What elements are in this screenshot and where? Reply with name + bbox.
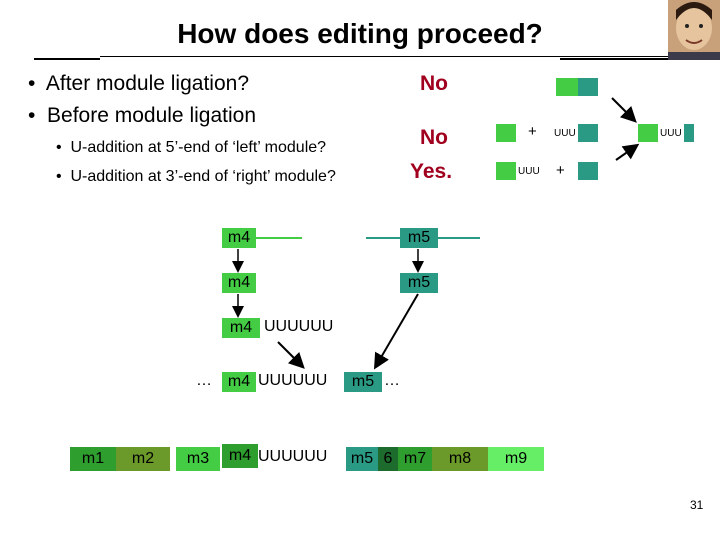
- schematic-ligated-left: [638, 124, 658, 142]
- presenter-photo: [668, 0, 720, 60]
- schematic-left-module-2: [496, 162, 516, 180]
- m5-box-middle: m5: [400, 273, 438, 293]
- sub-bullet-2: • U-addition at 3’-end of ‘right’ module…: [56, 168, 336, 185]
- arrow-ligate-left: [277, 341, 305, 369]
- sub-bullet-1-answer: No: [420, 126, 448, 149]
- schematic-ligated-right: [684, 124, 694, 142]
- module-m6: 6: [378, 447, 398, 471]
- sub-bullet-2-answer: Yes.: [410, 160, 453, 183]
- page-title: How does editing proceed?: [177, 18, 543, 49]
- uuuuuu-label-ligated: UUUUUU: [258, 372, 328, 389]
- arrow-ligate-right: [373, 293, 419, 370]
- module-m2: m2: [116, 447, 170, 471]
- module-m8: m8: [432, 447, 488, 471]
- module-m9: m9: [488, 447, 544, 471]
- uuu-label-1: UUU: [554, 128, 576, 139]
- m4-box-middle: m4: [222, 273, 256, 293]
- title-underline-left: [34, 58, 100, 60]
- plus-sign-1: +: [528, 123, 537, 140]
- schematic-left-module-top: [556, 78, 578, 96]
- uuu-label-2: UUU: [518, 166, 540, 177]
- module-m7: m7: [398, 447, 432, 471]
- sub-bullet-1: • U-addition at 5’-end of ‘left’ module?: [56, 139, 327, 156]
- sub-bullet-2-text: U-addition at 3’-end of ‘right’ module?: [70, 168, 336, 185]
- arrow-schematic-1: [611, 97, 637, 123]
- plus-sign-2: +: [556, 162, 565, 179]
- module-m1: m1: [70, 447, 116, 471]
- uuu-label-ligated: UUU: [660, 128, 682, 139]
- bullet-1: • After module ligation?: [28, 72, 249, 95]
- schematic-right-module: [578, 124, 598, 142]
- m5-box-ligated: m5: [344, 372, 382, 392]
- ellipsis-left: …: [196, 372, 212, 389]
- uuuuuu-label: UUUUUU: [264, 318, 334, 335]
- m5-box-top: m5: [400, 228, 438, 248]
- ellipsis-right: …: [384, 372, 400, 389]
- bullet-2-text: Before module ligation: [47, 104, 256, 127]
- m4-box-extended: m4: [222, 318, 260, 338]
- m4-box-top: m4: [222, 228, 256, 248]
- m4-box-ligated: m4: [222, 372, 256, 392]
- title-underline-right: [560, 58, 668, 60]
- module-m3: m3: [176, 447, 220, 471]
- bullet-1-answer: No: [420, 72, 448, 95]
- module-m4: m4: [222, 444, 258, 468]
- schematic-right-module-top: [578, 78, 598, 96]
- bullet-1-text: After module ligation?: [45, 72, 249, 95]
- schematic-left-module: [496, 124, 516, 142]
- module-m5: m5: [346, 447, 378, 471]
- final-uuuuuu: UUUUUU: [258, 448, 328, 465]
- m4-line: [240, 237, 302, 239]
- bullet-2: • Before module ligation: [28, 104, 256, 127]
- title-underline: [100, 56, 668, 57]
- sub-bullet-1-text: U-addition at 5’-end of ‘left’ module?: [70, 139, 327, 156]
- arrow-schematic-2: [615, 143, 640, 161]
- schematic-right-module-2: [578, 162, 598, 180]
- page-number: 31: [690, 498, 704, 512]
